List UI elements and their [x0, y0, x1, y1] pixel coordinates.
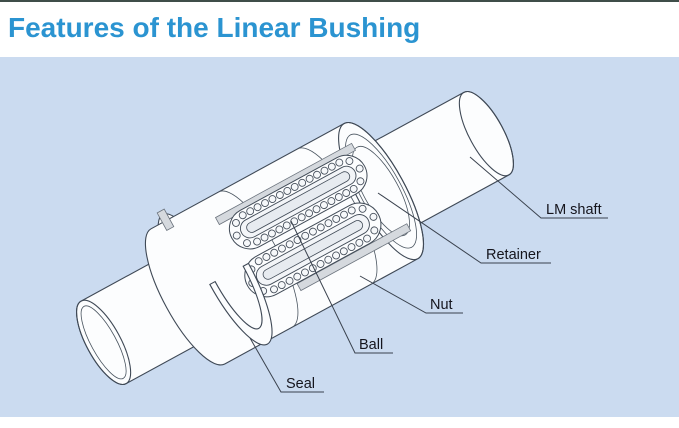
ball: [312, 205, 321, 214]
leader-line-ball: [290, 220, 393, 354]
ball: [232, 218, 240, 227]
nut-right-end-ring: [345, 133, 417, 249]
ball: [275, 191, 284, 199]
seal-bottom-half-ring: [209, 262, 273, 346]
label-ball: Ball: [359, 337, 383, 353]
ball: [335, 158, 344, 167]
ball: [340, 210, 348, 219]
ball: [254, 257, 263, 266]
ball: [253, 203, 262, 212]
ball: [285, 276, 294, 285]
ball: [327, 197, 336, 206]
ball-circuit-lower: [244, 202, 382, 298]
ball: [320, 166, 329, 175]
ball: [356, 177, 365, 186]
ball: [283, 186, 292, 195]
leader-line-retainer: [377, 192, 551, 264]
ball-row-upper: [232, 157, 365, 248]
ball: [267, 229, 276, 238]
ball: [305, 209, 314, 218]
ball: [293, 272, 302, 281]
ball: [246, 207, 255, 216]
ball-track-slot: [246, 171, 351, 233]
ball-track-slot: [262, 220, 364, 280]
ball: [308, 227, 317, 236]
ball: [262, 253, 271, 261]
ball: [268, 195, 277, 204]
ball: [355, 164, 364, 173]
ball: [332, 251, 341, 260]
label-nut: Nut: [430, 297, 453, 313]
ball: [324, 219, 333, 228]
page-title: Features of the Linear Bushing: [8, 12, 421, 43]
ball: [316, 259, 325, 268]
ball: [363, 234, 372, 243]
ball: [232, 231, 241, 240]
ball: [297, 213, 306, 222]
shaft-left-chamfer-ring: [80, 305, 127, 380]
ball: [285, 240, 294, 249]
label-retainer: Retainer: [486, 247, 541, 263]
ball: [349, 184, 358, 193]
nut-right-bore-edge: [352, 145, 410, 237]
ball-row-lower: [247, 204, 379, 295]
ball: [277, 244, 286, 253]
ball: [260, 233, 269, 242]
leader-line-seal: [249, 337, 324, 393]
ball: [282, 221, 291, 230]
ball: [277, 281, 286, 290]
ball: [298, 178, 307, 187]
leader-line-nut: [359, 275, 463, 314]
ball: [290, 182, 299, 191]
ball: [345, 157, 354, 166]
ball: [339, 247, 348, 256]
ball: [347, 206, 356, 215]
ball: [301, 231, 310, 240]
leader-line-lm-shaft: [469, 156, 608, 219]
ball: [238, 211, 247, 220]
top-border-bar: [0, 0, 679, 2]
ball: [327, 162, 336, 171]
ball: [320, 201, 328, 210]
ball: [313, 170, 321, 179]
ball: [332, 214, 341, 223]
ball: [316, 223, 325, 232]
ball: [358, 204, 367, 213]
label-seal: Seal: [286, 376, 315, 392]
ball: [370, 226, 379, 235]
shaft-right-end-face: [458, 91, 514, 177]
ball: [261, 199, 269, 208]
ball: [243, 239, 251, 248]
ball: [270, 285, 278, 294]
retainer-tab: [156, 208, 175, 232]
ball: [275, 225, 284, 234]
ball: [301, 268, 309, 277]
ball: [253, 237, 262, 246]
ball: [270, 248, 279, 257]
ball: [305, 174, 314, 183]
ball-circuit-upper: [228, 154, 368, 250]
ball: [324, 255, 333, 264]
shaft-left-end-face: [76, 299, 132, 385]
ball: [369, 212, 378, 221]
label-lm-shaft: LM shaft: [546, 202, 602, 218]
ball: [342, 189, 351, 197]
ball: [355, 238, 364, 247]
ball: [347, 243, 356, 251]
ball: [334, 193, 343, 201]
